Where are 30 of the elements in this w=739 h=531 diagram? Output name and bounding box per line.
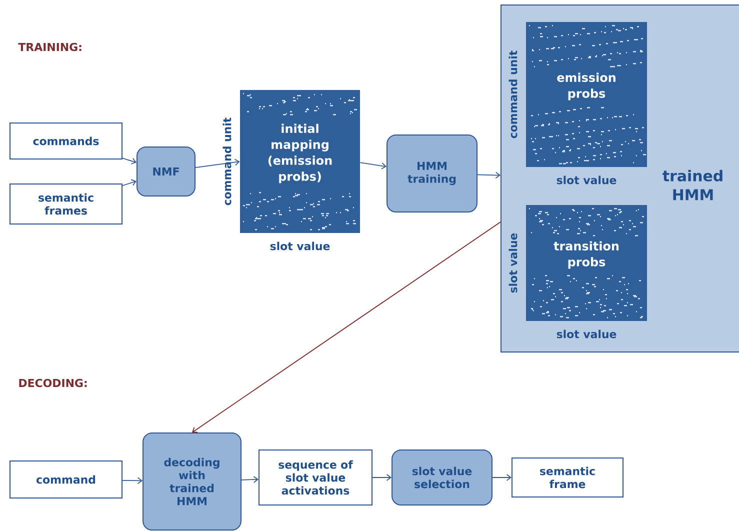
arrow [122,477,142,484]
text-box: command [10,460,122,498]
process-box: slot value selection [392,450,492,506]
arrow [195,158,240,168]
arrow [477,172,500,179]
text-box: sequence of slot value activations [258,450,372,506]
arrow [241,476,258,483]
arrow [492,474,512,481]
process-box: decoding with trained HMM [142,432,242,530]
arrow [360,162,386,170]
heatmap-matrix: transition probs [526,205,647,321]
axis-label: slot value [556,330,616,338]
axis-label: slot value [270,242,330,250]
text-box: semantic frame [512,458,624,498]
arrow [122,179,136,186]
section-heading: DECODING: [19,378,87,388]
text-box: semantic frames [10,184,122,224]
process-box: NMF [136,146,196,196]
text-box: commands [10,122,122,160]
heatmap-matrix: initial mapping (emission probs) [240,90,360,233]
axis-label: slot value [556,176,616,184]
axis-label: command unit [222,118,232,206]
section-heading: TRAINING: [18,42,82,52]
arrow [372,474,392,481]
axis-label: slot value [508,233,518,293]
arrow [192,222,501,433]
arrow [122,158,136,164]
axis-label: command unit [508,50,518,138]
heatmap-matrix: emission probs [526,22,647,167]
process-box: HMM training [386,134,478,212]
